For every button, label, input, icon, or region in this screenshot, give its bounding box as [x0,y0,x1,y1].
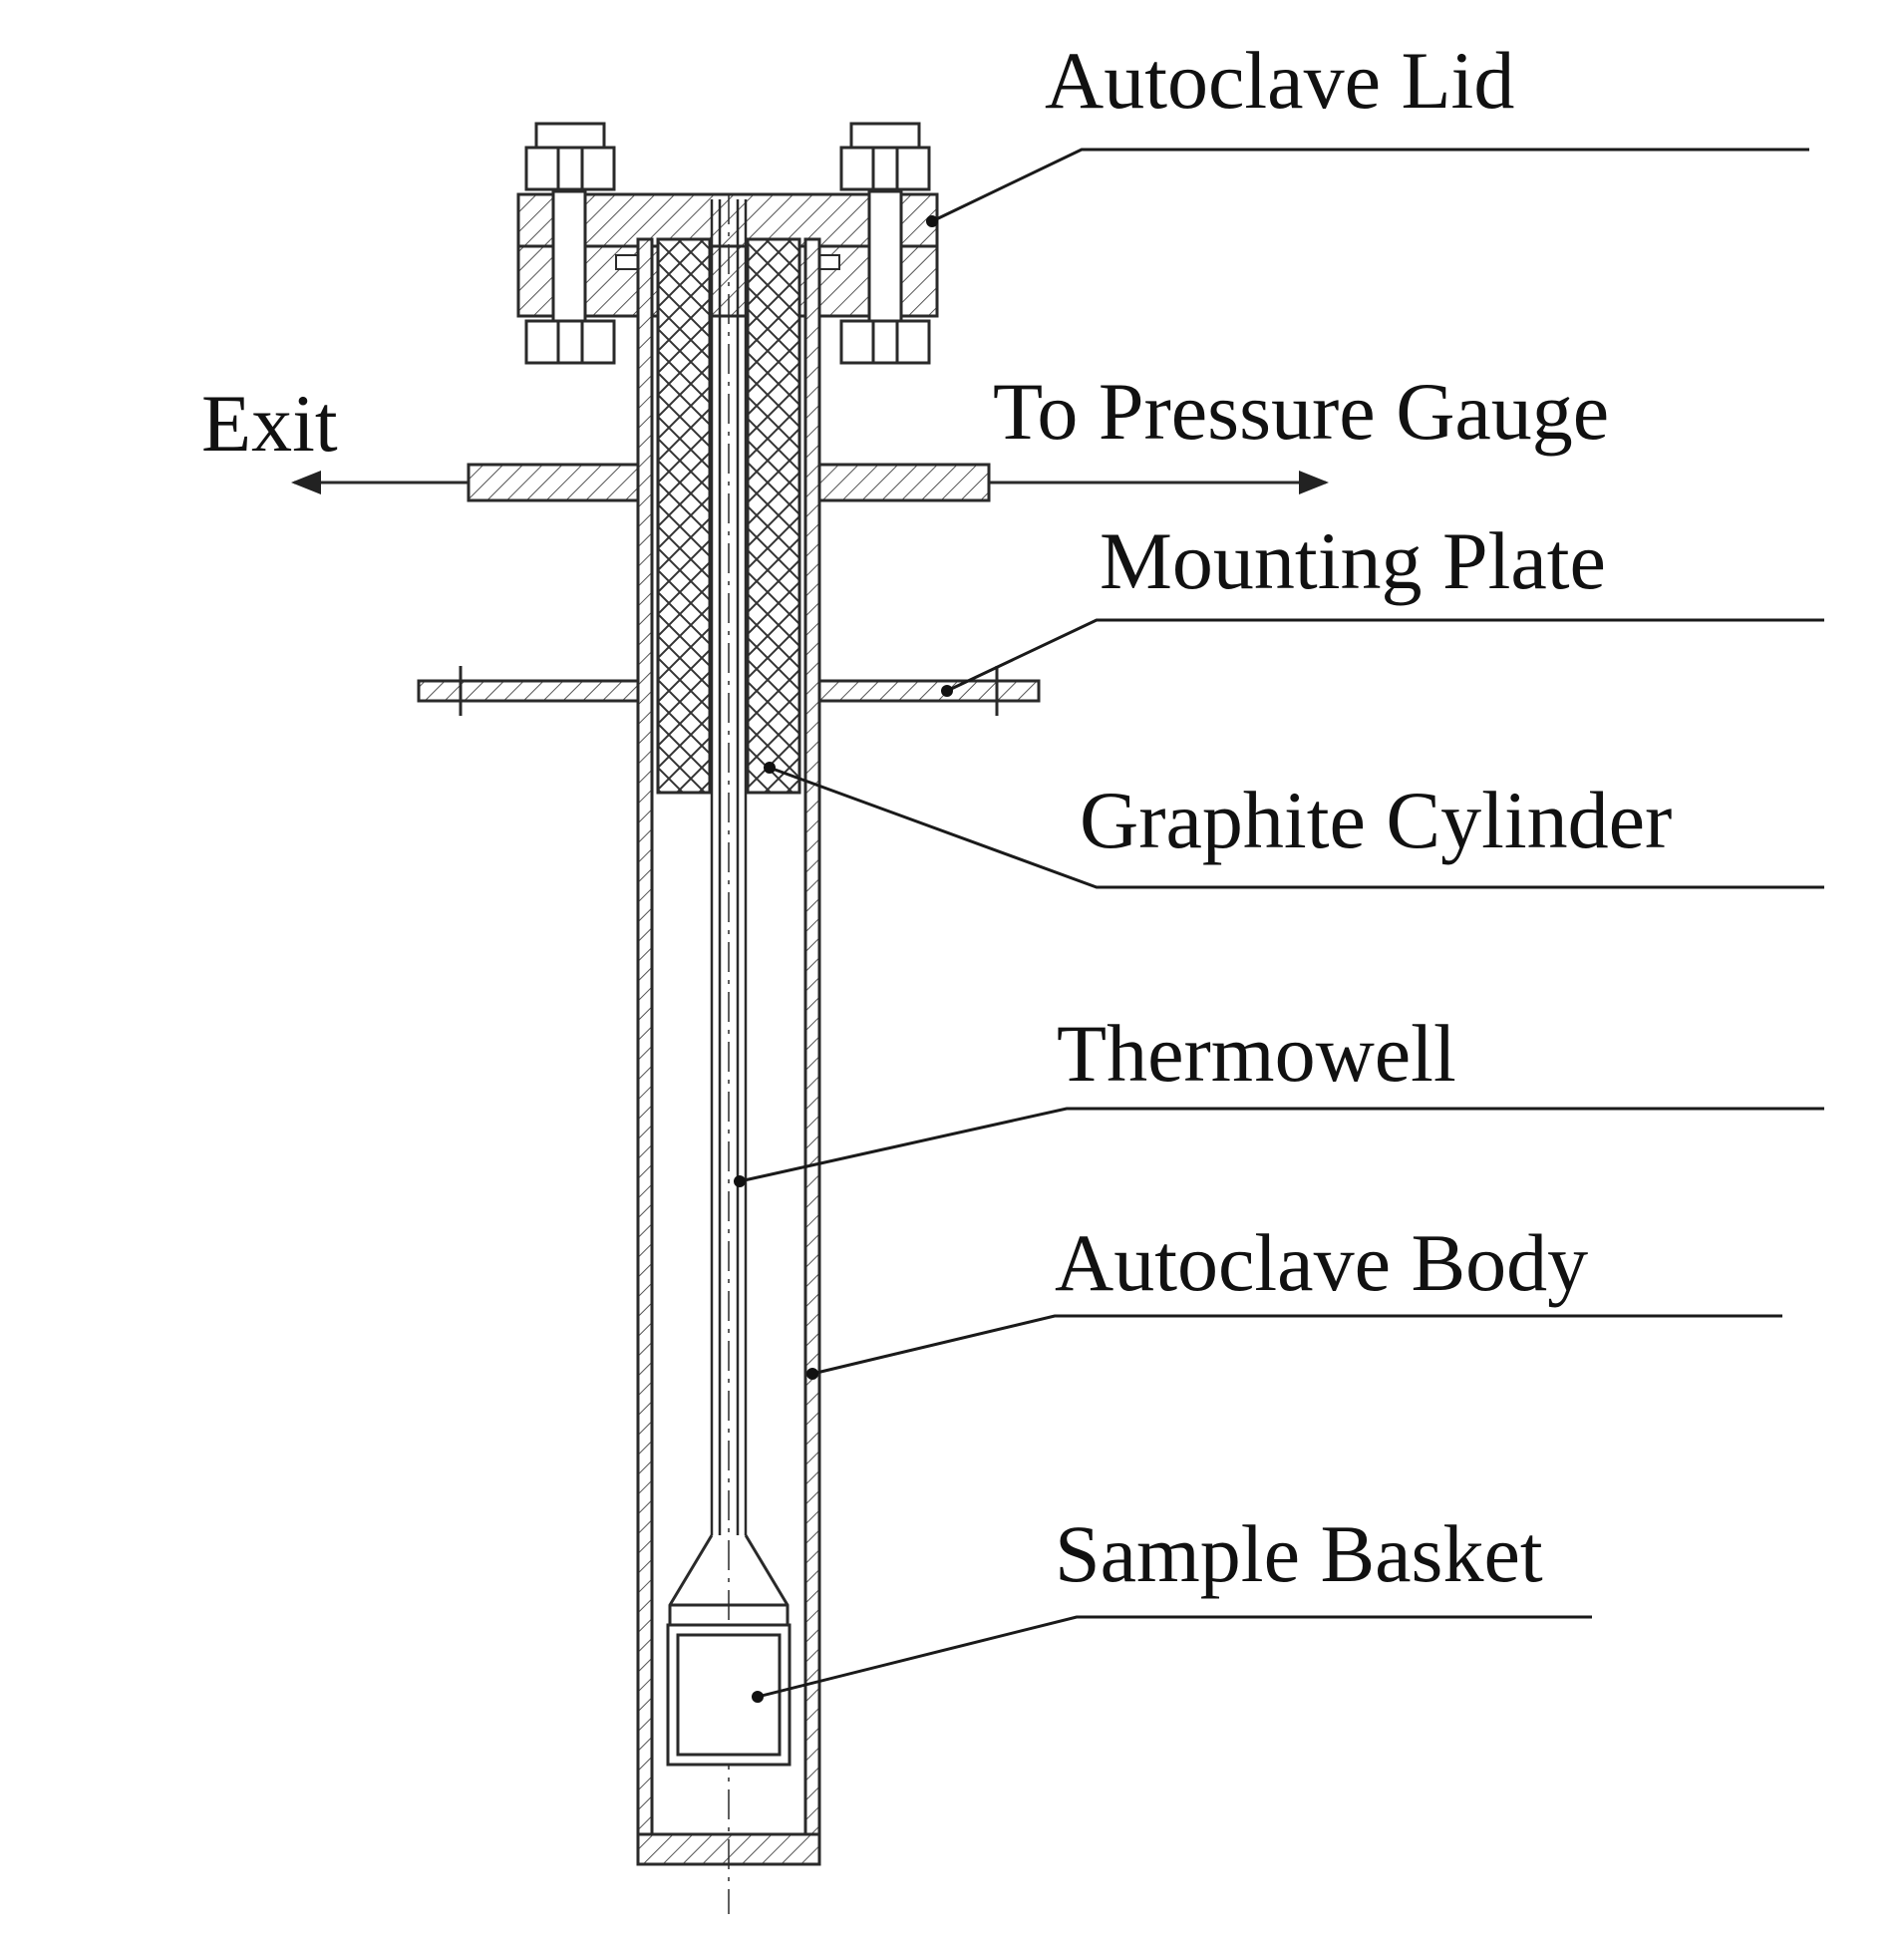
gauge-port [817,463,991,502]
exit-port [467,463,640,502]
label-exit: Exit [201,378,338,469]
leader-thermowell [739,1107,1824,1183]
label-autoclave-lid: Autoclave Lid [1045,35,1515,126]
label-mounting-plate: Mounting Plate [1100,515,1606,606]
label-thermowell: Thermowell [1057,1008,1456,1099]
leader-plate [946,618,1824,693]
label-sample-basket: Sample Basket [1055,1508,1543,1599]
thermowell [710,194,748,1914]
label-autoclave-body: Autoclave Body [1055,1217,1589,1308]
leader-basket [757,1615,1592,1699]
label-to-pressure-gauge: To Pressure Gauge [993,366,1610,457]
graphite-cylinder [656,237,801,795]
leader-graphite [769,766,1824,889]
leader-dots [734,215,953,1703]
body-flange [516,244,939,318]
autoclave-lid-assembly [516,122,939,365]
label-graphite-cylinder: Graphite Cylinder [1080,775,1673,865]
bolt-right [839,122,931,365]
body-wall-right [803,237,821,1866]
lid-plate [516,192,939,248]
mounting-plate [417,666,1041,716]
body-wall-left [636,237,654,1866]
leader-body [811,1314,1782,1376]
leader-lines [739,148,1824,1699]
bolt-left [524,122,616,365]
autoclave-body [636,237,821,1866]
side-ports [291,463,1329,502]
leader-lid [931,148,1809,223]
